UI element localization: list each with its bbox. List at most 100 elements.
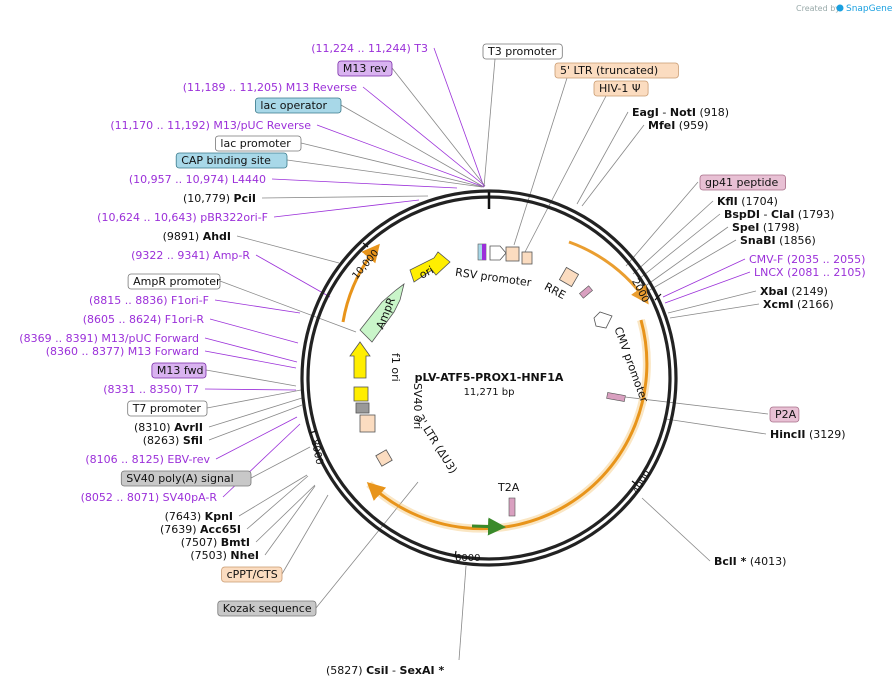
leader-line bbox=[236, 235, 340, 264]
leader-line bbox=[255, 484, 316, 543]
feature-hiv-psi bbox=[521, 251, 533, 265]
enzyme-label: (7507) BmtI bbox=[181, 536, 250, 549]
primer-label: LNCX (2081 .. 2105) bbox=[754, 266, 866, 279]
feature-cmv-promoter bbox=[593, 311, 613, 329]
leader-line bbox=[669, 303, 760, 319]
label-cppt-cts: cPPT/CTS bbox=[227, 568, 278, 581]
arc-orf-halo bbox=[366, 318, 651, 533]
leader-line bbox=[667, 290, 757, 314]
label-m13-rev-badge bbox=[337, 60, 393, 77]
leader-line bbox=[641, 497, 711, 562]
label-t2a: T2A bbox=[497, 481, 520, 494]
arc-feature-top-right bbox=[568, 240, 649, 305]
leader-line bbox=[209, 318, 299, 344]
label-cap-binding-site: CAP binding site bbox=[181, 154, 271, 167]
leader-line bbox=[316, 124, 485, 188]
leader-line bbox=[286, 159, 483, 188]
tick-8000 bbox=[309, 430, 317, 434]
primer-label: (11,189 .. 11,205) M13 Reverse bbox=[183, 81, 357, 94]
primer-label: (8106 .. 8125) EBV-rev bbox=[85, 453, 210, 466]
label-cppt-cts-badge bbox=[221, 566, 283, 583]
primer-label: (8052 .. 8071) SV40pA-R bbox=[81, 491, 218, 504]
plasmid-size: 11,271 bp bbox=[464, 387, 515, 398]
tick-label-8000: 8000 bbox=[308, 439, 324, 466]
leader-line bbox=[513, 77, 568, 246]
leader-line bbox=[624, 396, 769, 415]
enzyme-label: (8310) AvrII bbox=[134, 421, 203, 434]
label-lac-operator: lac operator bbox=[260, 99, 327, 112]
feature-sv40-polya bbox=[355, 402, 370, 414]
feature-f1-ori bbox=[349, 341, 371, 379]
credit-prefix: Created by bbox=[796, 4, 840, 13]
leader-lines bbox=[204, 47, 769, 661]
leader-line bbox=[261, 195, 429, 199]
leader-line bbox=[576, 111, 629, 205]
tick-10000 bbox=[362, 242, 369, 248]
tick-label-10000: 10,000 bbox=[350, 248, 381, 282]
label-kozak-sequence-badge bbox=[217, 600, 317, 617]
label-hiv-1-: HIV-1 Ψ bbox=[599, 82, 641, 95]
label-ampr-promoter: AmpR promoter bbox=[133, 275, 221, 288]
feature-rre bbox=[558, 266, 580, 288]
enzyme-label: (5827) CsiI - SexAI * bbox=[326, 664, 444, 677]
leader-line bbox=[391, 67, 486, 187]
arc-orf-main bbox=[366, 319, 649, 531]
enzyme-label: XcmI (2166) bbox=[763, 298, 834, 311]
primer-label: (8815 .. 8836) F1ori-F bbox=[89, 294, 209, 307]
primer-label: (9322 .. 9341) Amp-R bbox=[131, 249, 250, 262]
leader-line bbox=[206, 389, 302, 409]
backbone-outer bbox=[300, 189, 678, 567]
label-gp41-peptide-badge bbox=[699, 174, 786, 191]
feature-t3-promoter bbox=[489, 245, 507, 261]
feature-sv40-ori bbox=[353, 386, 369, 402]
snapgene-logo-icon bbox=[836, 4, 844, 12]
leader-line bbox=[362, 86, 486, 187]
primer-label: (11,170 .. 11,192) M13/pUC Reverse bbox=[110, 119, 311, 132]
label-p2a-badge bbox=[769, 406, 800, 423]
primer-label: (10,957 .. 10,974) L4440 bbox=[129, 173, 266, 186]
leader-line bbox=[208, 397, 303, 428]
label-gp41-peptide: gp41 peptide bbox=[705, 176, 779, 189]
leader-line bbox=[255, 254, 331, 298]
feature-ori bbox=[409, 251, 451, 283]
credit-brand: SnapGene bbox=[846, 4, 893, 14]
arc-t2a-orf bbox=[471, 517, 506, 536]
label-lac-promoter-badge bbox=[214, 135, 302, 152]
enzyme-label: EagI - NotI (918) bbox=[632, 106, 729, 119]
enzyme-label: SnaBI (1856) bbox=[740, 234, 816, 247]
label-ori: ori bbox=[417, 264, 436, 282]
primer-label: (8605 .. 8624) F1ori-R bbox=[83, 313, 205, 326]
plasmid-name: pLV-ATF5-PROX1-HNF1A bbox=[415, 371, 564, 384]
tick-2000 bbox=[654, 293, 662, 301]
enzyme-label: (7503) NheI bbox=[190, 549, 259, 562]
feature-lac-promoter bbox=[482, 244, 486, 260]
leader-line bbox=[315, 481, 419, 609]
enzyme-label: HincII (3129) bbox=[770, 428, 846, 441]
leader-line bbox=[271, 178, 458, 189]
label-f1-ori: f1 ori bbox=[389, 353, 402, 382]
enzyme-label: BclI * (4013) bbox=[714, 555, 786, 568]
label-hiv-1--badge bbox=[593, 80, 649, 97]
enzyme-label: KflI (1704) bbox=[717, 195, 778, 208]
label-t3-promoter-badge bbox=[482, 43, 563, 60]
label-m13-fwd-badge bbox=[151, 362, 207, 379]
enzyme-label: (7643) KpnI bbox=[165, 510, 233, 523]
leader-line bbox=[664, 271, 751, 304]
leader-line bbox=[581, 124, 645, 207]
label-5-ltr-truncated--badge bbox=[554, 62, 679, 79]
primer-label: (10,624 .. 10,643) pBR322ori-F bbox=[97, 211, 268, 224]
label-rre: RRE bbox=[542, 280, 568, 302]
leader-line bbox=[662, 258, 746, 298]
primer-label: (8331 .. 8350) T7 bbox=[103, 383, 199, 396]
leader-line bbox=[204, 350, 297, 369]
leader-line bbox=[204, 388, 297, 391]
leader-line bbox=[219, 280, 357, 333]
enzyme-label: SpeI (1798) bbox=[732, 221, 799, 234]
label-sv40-ori: SV40 ori bbox=[411, 383, 424, 429]
label-kozak-sequence: Kozak sequence bbox=[223, 602, 312, 615]
primer-label: (11,224 .. 11,244) T3 bbox=[311, 42, 428, 55]
leader-line bbox=[643, 226, 729, 288]
leader-line bbox=[433, 47, 485, 188]
leader-line bbox=[340, 104, 485, 188]
